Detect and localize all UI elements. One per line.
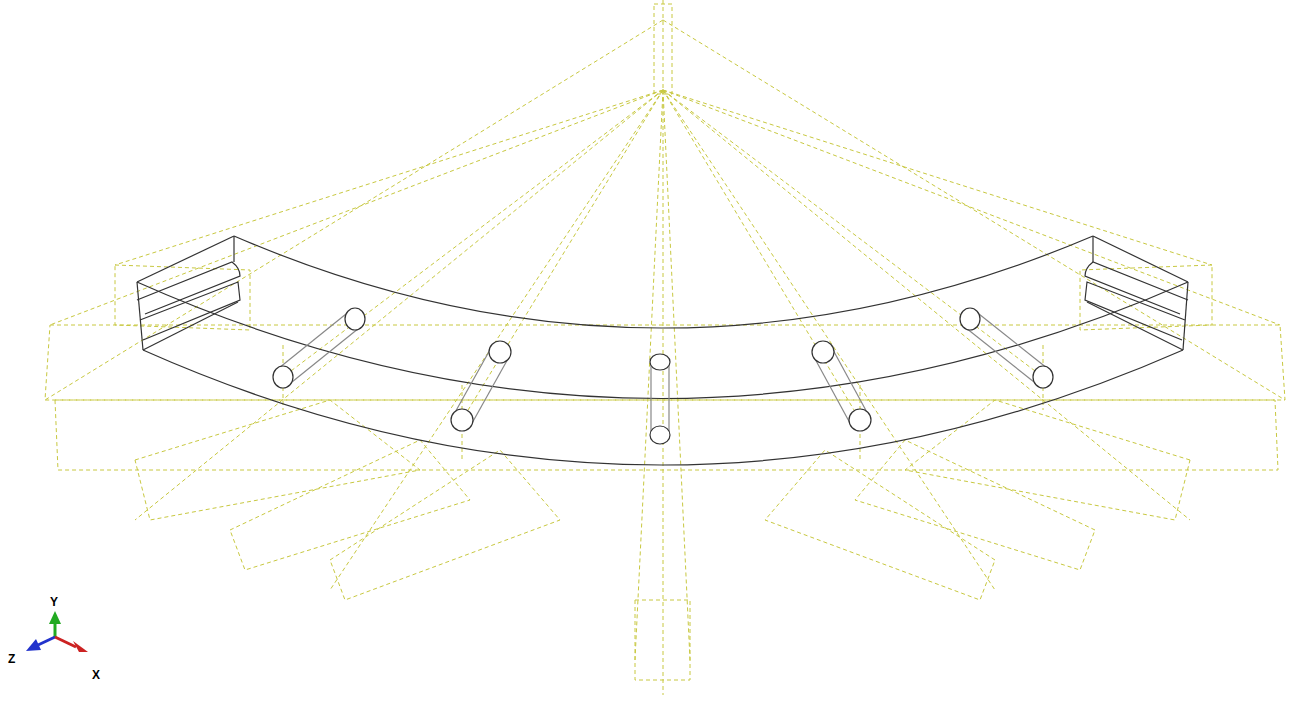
beam-segment — [137, 236, 1188, 465]
datum-geometry — [45, 0, 1285, 695]
axis-label: Y — [50, 596, 58, 608]
bolt-holes — [273, 308, 1053, 444]
axis-label: Z — [8, 653, 15, 665]
axis-label: X — [92, 669, 100, 681]
axis-triad — [26, 611, 88, 652]
